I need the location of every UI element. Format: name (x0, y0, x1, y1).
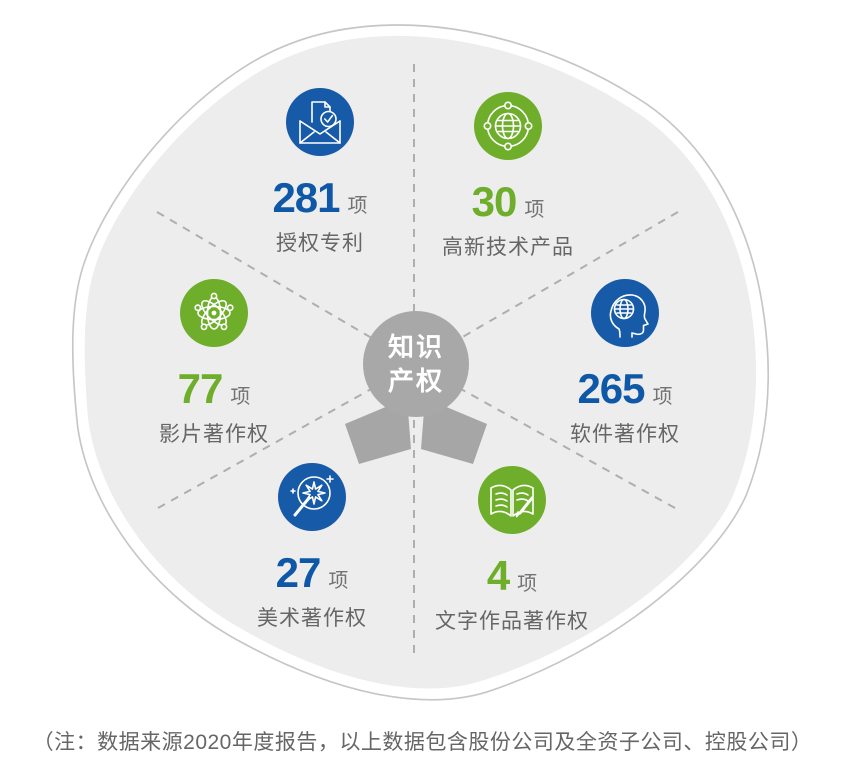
blob-outline (71, 24, 769, 701)
stat-value: 27 (275, 549, 322, 596)
item-hightech-products: 30 项 高新技术产品 (388, 92, 628, 261)
footnote: （注：数据来源2020年度报告，以上数据包含股份公司及全资子公司、控股公司） (32, 731, 813, 754)
center-badge-line1: 知识 (387, 332, 444, 362)
item-film-copyright: 77 项 影片著作权 (94, 279, 334, 448)
center-badge: 知识 产权 (363, 311, 469, 417)
stat-label: 软件著作权 (570, 423, 680, 446)
item-software-copyright: 265 项 软件著作权 (505, 279, 745, 448)
item-art-copyright: 27 项 美术著作权 (192, 463, 432, 632)
wand-star-icon (278, 463, 346, 531)
stat-unit: 项 (652, 386, 673, 408)
stat-value: 30 (471, 178, 518, 225)
atom-network-icon (180, 279, 248, 347)
stat-unit: 项 (524, 199, 545, 221)
stat-value: 265 (577, 365, 645, 412)
stat-unit: 项 (328, 570, 349, 592)
stat-value: 77 (177, 365, 224, 412)
book-pen-icon (478, 466, 546, 534)
stat-label: 影片著作权 (159, 423, 269, 446)
stat-label: 文字作品著作权 (435, 610, 589, 633)
item-written-works-copyright: 4 项 文字作品著作权 (392, 466, 632, 635)
stat-value: 4 (486, 552, 510, 599)
ribbon-tails (345, 398, 487, 464)
stat-unit: 项 (347, 195, 368, 217)
stat-unit: 项 (230, 386, 251, 408)
globe-network-icon (474, 92, 542, 160)
stat-label: 高新技术产品 (442, 236, 574, 259)
head-knowledge-icon (591, 279, 659, 347)
center-badge-line2: 产权 (387, 366, 444, 396)
stat-label: 授权专利 (276, 232, 364, 255)
item-granted-patents: 281 项 授权专利 (200, 88, 440, 257)
stat-unit: 项 (517, 573, 538, 595)
stat-value: 281 (272, 174, 340, 221)
envelope-check-icon (286, 88, 354, 156)
stat-label: 美术著作权 (257, 607, 367, 630)
